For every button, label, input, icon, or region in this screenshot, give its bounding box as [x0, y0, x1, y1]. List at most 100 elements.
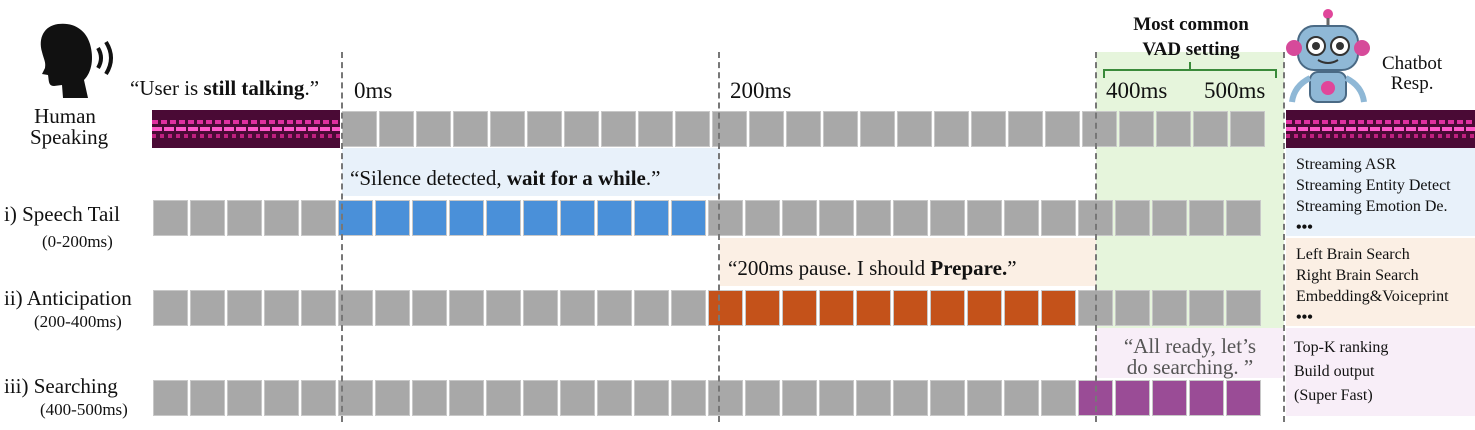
timeline-cell: [342, 111, 377, 147]
timeline-cell: [967, 290, 1002, 326]
timeline-cell: [1193, 111, 1228, 147]
bot-item: Right Brain Search: [1296, 267, 1419, 284]
timeline-cell: [560, 290, 595, 326]
bot-item: •••: [1296, 219, 1313, 236]
timeline-cell: [1004, 290, 1039, 326]
timeline-cell: [379, 111, 414, 147]
timeline-cell: [893, 290, 928, 326]
bot-list-1: Streaming ASR Streaming Entity Detect St…: [1296, 154, 1475, 238]
timeline-cell: [823, 111, 858, 147]
bot-list-3: Top-K ranking Build output (Super Fast): [1294, 336, 1473, 408]
timeline-cell: [893, 380, 928, 416]
timeline-cell: [1152, 290, 1187, 326]
human-label-line2: Speaking: [30, 125, 109, 149]
user-quote: “User is still talking.”: [130, 76, 319, 101]
timeline-cell: [1115, 290, 1150, 326]
timeline-cell: [560, 200, 595, 236]
timeline-cell: [412, 290, 447, 326]
bot-item: Streaming ASR: [1296, 156, 1397, 173]
timeline-cell: [1119, 111, 1154, 147]
timeline-cell: [486, 200, 521, 236]
timeline-cell: [1041, 380, 1076, 416]
vad-title: Most common VAD setting: [1104, 12, 1278, 62]
timeline-cell: [1008, 111, 1043, 147]
timeline-cell: [264, 290, 299, 326]
timeline-cell: [153, 200, 188, 236]
timeline-cell: [264, 200, 299, 236]
speech-tail-quote-bg: [342, 148, 720, 196]
timeline-cell: [1189, 290, 1224, 326]
timeline-cell: [416, 111, 451, 147]
stage3-quote-line1: “All ready, let’s: [1123, 334, 1257, 358]
timeline-cell: [1152, 200, 1187, 236]
timeline-cell: [819, 380, 854, 416]
stage2-row: [152, 288, 1262, 328]
timeline-cell: [1115, 380, 1150, 416]
timeline-cell: [301, 380, 336, 416]
timeline-cell: [338, 290, 373, 326]
stage1-name: i) Speech Tail: [4, 202, 120, 226]
stage3-range: (400-500ms): [40, 400, 128, 419]
timeline-cell: [971, 111, 1006, 147]
bot-bg-3: [1286, 328, 1475, 416]
bot-list-2: Left Brain Search Right Brain Search Emb…: [1296, 244, 1475, 328]
chatbot-label: Chatbot Resp.: [1382, 54, 1442, 94]
bot-item: Top-K ranking: [1294, 339, 1389, 356]
timeline-cell: [338, 200, 373, 236]
timeline-cell: [597, 290, 632, 326]
timeline-cell: [1156, 111, 1191, 147]
stage1-quote-pre: “Silence detected,: [350, 166, 507, 190]
user-quote-pre: “User is: [130, 76, 204, 100]
stage2-name: ii) Anticipation: [4, 286, 132, 310]
robot-icon: [1284, 6, 1372, 115]
timeline-cell: [453, 111, 488, 147]
timeline-cell: [523, 200, 558, 236]
chatbot-label-line2: Resp.: [1390, 73, 1434, 94]
stage1-quote: “Silence detected, wait for a while.”: [350, 166, 660, 191]
vad-title-line2: VAD setting: [1142, 39, 1240, 60]
timeline-cell: [564, 111, 599, 147]
timeline-cell: [708, 380, 743, 416]
stage1-range: (0-200ms): [42, 232, 113, 251]
timeline-cell: [1230, 111, 1265, 147]
timeline-cell: [1045, 111, 1080, 147]
timeline-cell: [1115, 200, 1150, 236]
bot-item: Build output: [1294, 363, 1375, 380]
timeline-cell: [967, 200, 1002, 236]
timeline-cell: [301, 290, 336, 326]
divider-200ms: [718, 52, 720, 422]
bot-bg-1: [1286, 148, 1475, 236]
timeline-cell: [782, 200, 817, 236]
timeline-cell: [375, 290, 410, 326]
vad-title-line1: Most common: [1133, 14, 1249, 35]
timeline-cell: [856, 200, 891, 236]
timeline-cell: [486, 290, 521, 326]
bot-item: Embedding&Voiceprint: [1296, 288, 1449, 305]
divider-500ms: [1283, 52, 1285, 422]
timeline-cell: [1152, 380, 1187, 416]
timeline-cell: [490, 111, 525, 147]
timeline-cell: [671, 200, 706, 236]
human-speaking-label: Human Speaking: [30, 106, 109, 149]
time-500ms: 500ms: [1204, 78, 1266, 103]
timeline-cell: [745, 380, 780, 416]
timeline-cell: [227, 290, 262, 326]
vad-bracket: [1103, 62, 1277, 78]
timeline-cell: [264, 380, 299, 416]
timeline-cell: [190, 380, 225, 416]
timeline-cell: [930, 290, 965, 326]
timeline-cell: [1226, 380, 1261, 416]
timeline-cell: [597, 380, 632, 416]
timeline-cell: [227, 200, 262, 236]
bot-item: Streaming Entity Detect: [1296, 177, 1451, 194]
timeline-cell: [1004, 380, 1039, 416]
timeline-cell: [1226, 290, 1261, 326]
human-grey-row: [341, 109, 1266, 149]
timeline-cell: [153, 290, 188, 326]
timeline-cell: [412, 200, 447, 236]
bot-item: (Super Fast): [1294, 387, 1373, 404]
timeline-cell: [523, 380, 558, 416]
timeline-cell: [671, 290, 706, 326]
timeline-cell: [1226, 200, 1261, 236]
timeline-cell: [708, 290, 743, 326]
